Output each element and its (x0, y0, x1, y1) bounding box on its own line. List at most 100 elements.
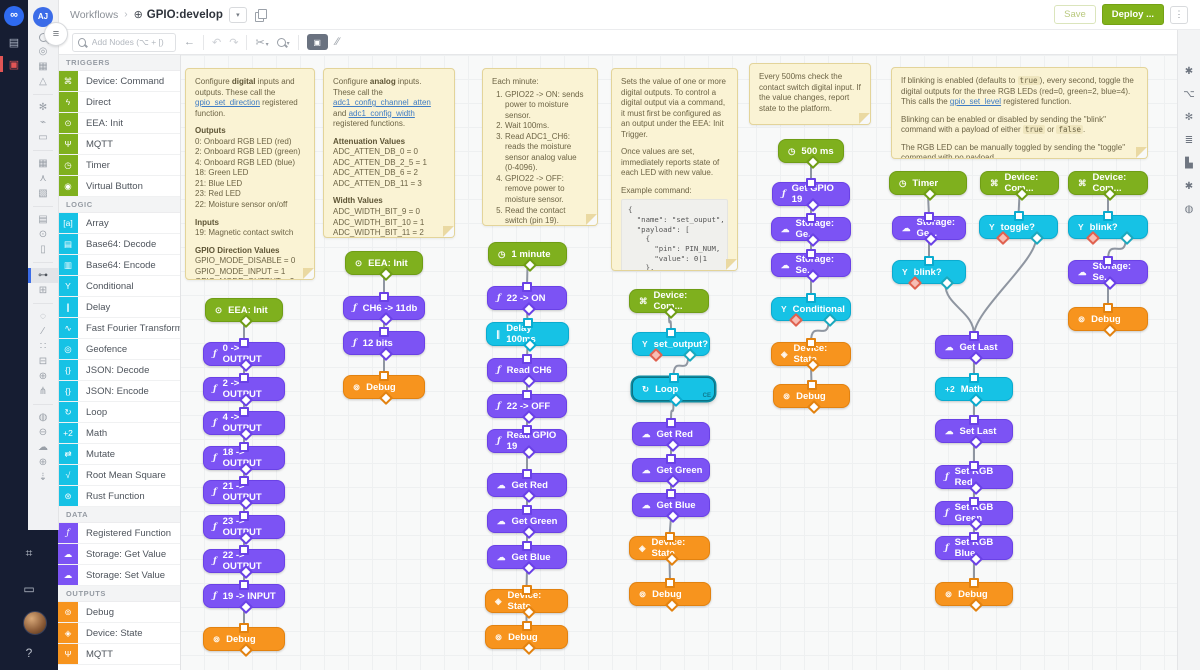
input-port[interactable] (522, 390, 532, 400)
sticky-note[interactable]: Every 500ms check the contact switch dig… (749, 63, 871, 125)
input-port[interactable] (924, 212, 934, 222)
node-getgreen3[interactable]: ☁Get Green (487, 505, 567, 540)
palette-item-delay[interactable]: ∥Delay (58, 297, 180, 318)
node-devcom4[interactable]: ⌘Device: Com... (629, 289, 709, 320)
node-devstate4[interactable]: ◈Device: State (629, 532, 710, 567)
input-port[interactable] (239, 476, 249, 486)
branch-icon[interactable]: ⋔ (38, 386, 48, 397)
sticky-note[interactable]: Configure digital inputs and outputs. Th… (185, 68, 315, 280)
key-icon[interactable]: ⌁ (39, 117, 47, 128)
edge-connection[interactable] (670, 400, 675, 423)
palette-item-json-encode[interactable]: {}JSON: Encode (58, 381, 180, 402)
gear-icon[interactable]: ✱ (1184, 66, 1194, 77)
palette-item-device-command[interactable]: ⌘Device: Command (58, 71, 180, 92)
undo-icon[interactable]: ↶ (212, 36, 222, 49)
node-getblue3[interactable]: ☁Get Blue (487, 541, 567, 576)
wallet-icon[interactable]: ▭ (38, 132, 48, 143)
input-port[interactable] (806, 249, 816, 259)
input-port[interactable] (969, 532, 979, 542)
input-port[interactable] (969, 331, 979, 341)
note-link[interactable]: gpio_set_direction (195, 98, 260, 108)
cut-tool-icon[interactable]: ✂▾ (255, 36, 269, 49)
node-timerR[interactable]: ◷Timer (889, 171, 967, 202)
globe-icon[interactable]: ⊕ (38, 371, 48, 382)
palette-item-rust-function[interactable]: ⊛Rust Function (58, 486, 180, 507)
node-sgetR[interactable]: ☁Storage: Ge... (892, 212, 966, 247)
sticky-note[interactable]: Each minute:GPIO22 -> ON: sends power to… (482, 68, 598, 226)
note-link[interactable]: adc1_config_channel_atten (333, 98, 431, 108)
input-port[interactable] (1013, 211, 1024, 221)
input-port[interactable] (239, 373, 249, 383)
profile-avatar[interactable] (23, 611, 47, 635)
storage-icon[interactable]: ≣ (1184, 135, 1194, 146)
losant-logo-icon[interactable]: ∞ (4, 6, 24, 26)
input-port[interactable] (668, 373, 679, 383)
input-port[interactable] (1103, 303, 1113, 313)
input-port[interactable] (924, 256, 934, 266)
node-delay3[interactable]: ∥Delay 100ms (486, 318, 569, 353)
node-devstate3[interactable]: ◈Device: State (485, 585, 568, 620)
node-getblue4[interactable]: ☁Get Blue (632, 489, 710, 524)
input-port[interactable] (664, 532, 675, 542)
settings-outline-icon[interactable]: ✻ (1184, 112, 1194, 123)
palette-item-storage-set-value[interactable]: ☁Storage: Set Value (58, 565, 180, 586)
node-eea1[interactable]: ⊙EEA: Init (205, 298, 283, 329)
node-ssetC[interactable]: ☁Storage: Se... (1068, 256, 1148, 291)
node-debug5[interactable]: ⊚Debug (773, 380, 850, 415)
node-debug1[interactable]: ⊚Debug (203, 623, 285, 658)
code-icon[interactable]: ∕ (42, 326, 44, 337)
note-link[interactable]: gpio_set_level (949, 97, 1002, 107)
zoom-tool-icon[interactable]: ▾ (276, 36, 290, 48)
node-debug4[interactable]: ⊚Debug (629, 578, 711, 613)
metrics-chart-icon[interactable]: ▙ (1185, 158, 1193, 169)
node-debug3[interactable]: ⊚Debug (485, 621, 568, 656)
integrations-icon[interactable]: ⌗ (25, 546, 33, 560)
input-port[interactable] (239, 511, 249, 521)
workflow-canvas[interactable]: Configure digital inputs and outputs. Th… (180, 55, 1178, 670)
input-port[interactable] (806, 293, 816, 303)
globe-icon[interactable]: ◍ (1184, 204, 1194, 215)
redo-icon[interactable]: ↷ (229, 36, 239, 49)
node-setlast[interactable]: ☁Set Last (935, 415, 1013, 450)
palette-item-geofence[interactable]: ◎Geofence (58, 339, 180, 360)
palette-item-debug[interactable]: ⊚Debug (58, 602, 180, 623)
input-port[interactable] (666, 418, 676, 428)
device-recipes-icon[interactable]: ▭ (23, 582, 35, 596)
version-dropdown[interactable]: ▾ (228, 6, 247, 23)
keyboard-icon[interactable]: ▦ (38, 61, 48, 72)
input-port[interactable] (806, 213, 816, 223)
node-getgreen4[interactable]: ☁Get Green (632, 454, 710, 489)
input-port[interactable] (969, 497, 979, 507)
visibility-icon[interactable]: ◎ (38, 46, 48, 57)
edge-connection[interactable] (944, 283, 975, 336)
json-view-icon[interactable]: ∕∕ (335, 36, 340, 48)
input-port[interactable] (806, 178, 816, 188)
input-port[interactable] (239, 338, 249, 348)
input-port[interactable] (1103, 256, 1113, 266)
gear-icon[interactable]: ✻ (38, 102, 48, 113)
copy-icon[interactable] (254, 8, 267, 22)
palette-item-base64-decode[interactable]: ▤Base64: Decode (58, 234, 180, 255)
palette-item-timer[interactable]: ◷Timer (58, 155, 180, 176)
palette-item-json-decode[interactable]: {}JSON: Decode (58, 360, 180, 381)
note-link[interactable]: adc1_config_width (348, 108, 415, 118)
input-port[interactable] (969, 415, 979, 425)
user-avatar-badge[interactable]: AJ (33, 7, 53, 27)
